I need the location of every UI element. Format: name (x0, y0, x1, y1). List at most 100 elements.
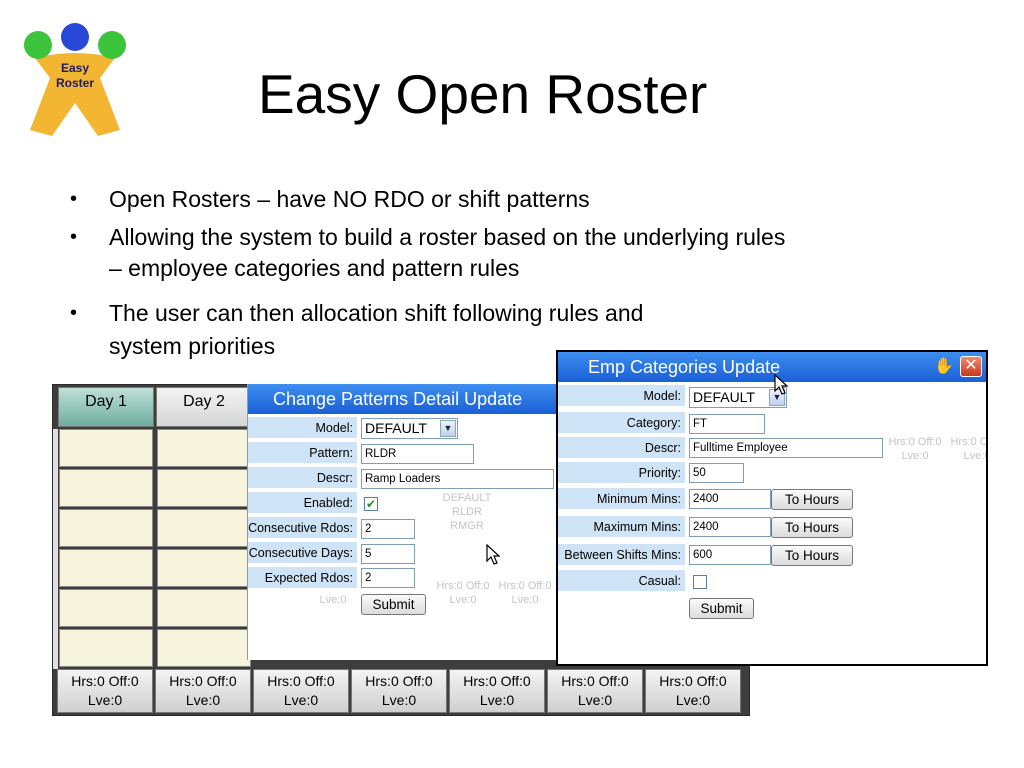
ghost-text: DEFAULT (442, 492, 492, 504)
ghost-text: RMGR (450, 520, 484, 532)
enabled-checkbox[interactable]: ✔ (364, 497, 378, 511)
ghost-text: Hrs:0 Off:0 (950, 436, 988, 448)
enabled-label: Enabled: (248, 492, 357, 515)
help-icon[interactable]: ✋ (934, 358, 954, 375)
consec-rdos-input[interactable]: 2 (361, 519, 415, 539)
priority-label: Priority: (558, 462, 685, 485)
slide-title: Easy Open Roster (258, 63, 708, 125)
roster-cell[interactable] (157, 629, 251, 667)
expected-rdos-input[interactable]: 2 (361, 568, 415, 588)
roster-cell[interactable] (59, 469, 153, 507)
ghost-text: Lve:0 (963, 450, 988, 462)
ghost-text: Lve:0 (319, 594, 347, 606)
ghost-text: Lve:0 (511, 594, 539, 606)
consec-days-label: Consecutive Days: (248, 542, 357, 565)
ghost-text: RLDR (452, 506, 482, 518)
pattern-label: Pattern: (248, 442, 357, 465)
descr-input[interactable]: Ramp Loaders (361, 469, 554, 489)
roster-cell[interactable] (59, 509, 153, 547)
max-mins-input[interactable]: 2400 (689, 517, 771, 537)
categories-submit-button[interactable]: Submit (689, 598, 754, 619)
categories-window-title[interactable]: Emp Categories Update (558, 352, 986, 382)
between-shifts-input[interactable]: 600 (689, 545, 771, 565)
roster-cell[interactable] (59, 549, 153, 587)
bullet-text: Allowing the system to build a roster ba… (109, 224, 786, 250)
day-header-2[interactable]: Day 2 (156, 387, 252, 427)
cat-model-select[interactable]: DEFAULT▼ (689, 387, 787, 408)
pattern-input[interactable]: RLDR (361, 444, 474, 464)
ghost-text: Lve:0 (901, 450, 929, 462)
footer-lve: Lve:0 (283, 692, 319, 708)
patterns-submit-button[interactable]: Submit (361, 594, 426, 615)
bullet-text: Open Rosters – have NO RDO or shift patt… (109, 186, 590, 212)
categories-window: Emp Categories Update ✋ ✕ Hrs:0 Off:0 Lv… (556, 350, 988, 666)
min-to-hours-button[interactable]: To Hours (771, 489, 853, 510)
casual-checkbox[interactable] (693, 575, 707, 589)
cat-model-label: Model: (558, 385, 685, 408)
logo-text-roster: Roster (56, 76, 94, 90)
patterns-window-title[interactable]: Change Patterns Detail Update (248, 384, 560, 414)
day-header-1[interactable]: Day 1 (58, 387, 154, 427)
bullet-mark: • (70, 188, 78, 210)
footer-lve: Lve:0 (87, 692, 123, 708)
roster-cell[interactable] (157, 549, 251, 587)
roster-cell[interactable] (157, 589, 251, 627)
footer-lve: Lve:0 (675, 692, 711, 708)
ghost-text: Hrs:0 Off:0 (436, 580, 490, 592)
bullet-mark: • (70, 302, 78, 324)
between-shifts-label: Between Shifts Mins: (558, 544, 685, 567)
chevron-down-icon[interactable]: ▼ (440, 420, 456, 437)
footer-hrs: Hrs:0 Off:0 (169, 673, 237, 689)
roster-cell[interactable] (59, 629, 153, 667)
min-mins-input[interactable]: 2400 (689, 489, 771, 509)
consec-days-input[interactable]: 5 (361, 544, 415, 564)
footer-hrs: Hrs:0 Off:0 (561, 673, 629, 689)
easy-roster-logo: Easy Roster (20, 18, 130, 138)
category-label: Category: (558, 412, 685, 435)
priority-input[interactable]: 50 (689, 463, 744, 483)
roster-cell[interactable] (157, 429, 251, 467)
model-label: Model: (248, 417, 357, 440)
between-to-hours-button[interactable]: To Hours (771, 545, 853, 566)
ghost-text: Lve:0 (449, 594, 477, 606)
roster-cell[interactable] (59, 589, 153, 627)
footer-hrs: Hrs:0 Off:0 (659, 673, 727, 689)
casual-label: Casual: (558, 570, 685, 593)
footer-hrs: Hrs:0 Off:0 (71, 673, 139, 689)
category-input[interactable]: FT (689, 414, 765, 434)
ghost-text: Hrs:0 Off:0 (888, 436, 942, 448)
bullet-text: system priorities (109, 333, 276, 359)
roster-cell[interactable] (59, 429, 153, 467)
roster-cell[interactable] (157, 509, 251, 547)
bullet-text: – employee categories and pattern rules (109, 255, 520, 281)
cat-model-value: DEFAULT (693, 389, 755, 405)
patterns-window: Change Patterns Detail Update DEFAULT RL… (247, 384, 560, 660)
footer-hrs: Hrs:0 Off:0 (463, 673, 531, 689)
footer-lve: Lve:0 (577, 692, 613, 708)
min-mins-label: Minimum Mins: (558, 488, 685, 511)
roster-cell[interactable] (157, 469, 251, 507)
footer-hrs: Hrs:0 Off:0 (267, 673, 335, 689)
logo-text-easy: Easy (61, 61, 89, 75)
descr-label: Descr: (248, 467, 357, 490)
cat-descr-label: Descr: (558, 437, 685, 460)
ghost-text: Hrs:0 Off:0 (498, 580, 552, 592)
footer-lve: Lve:0 (479, 692, 515, 708)
grid-left-strip (53, 429, 58, 669)
consec-rdos-label: Consecutive Rdos: (248, 517, 357, 540)
model-select[interactable]: DEFAULT▼ (361, 418, 458, 439)
max-to-hours-button[interactable]: To Hours (771, 517, 853, 538)
cat-descr-input[interactable]: Fulltime Employee (689, 438, 883, 458)
max-mins-label: Maximum Mins: (558, 516, 685, 539)
bullet-mark: • (70, 226, 78, 248)
bullet-text: The user can then allocation shift follo… (109, 300, 644, 326)
expected-rdos-label: Expected Rdos: (248, 567, 357, 590)
close-icon[interactable]: ✕ (960, 356, 982, 377)
